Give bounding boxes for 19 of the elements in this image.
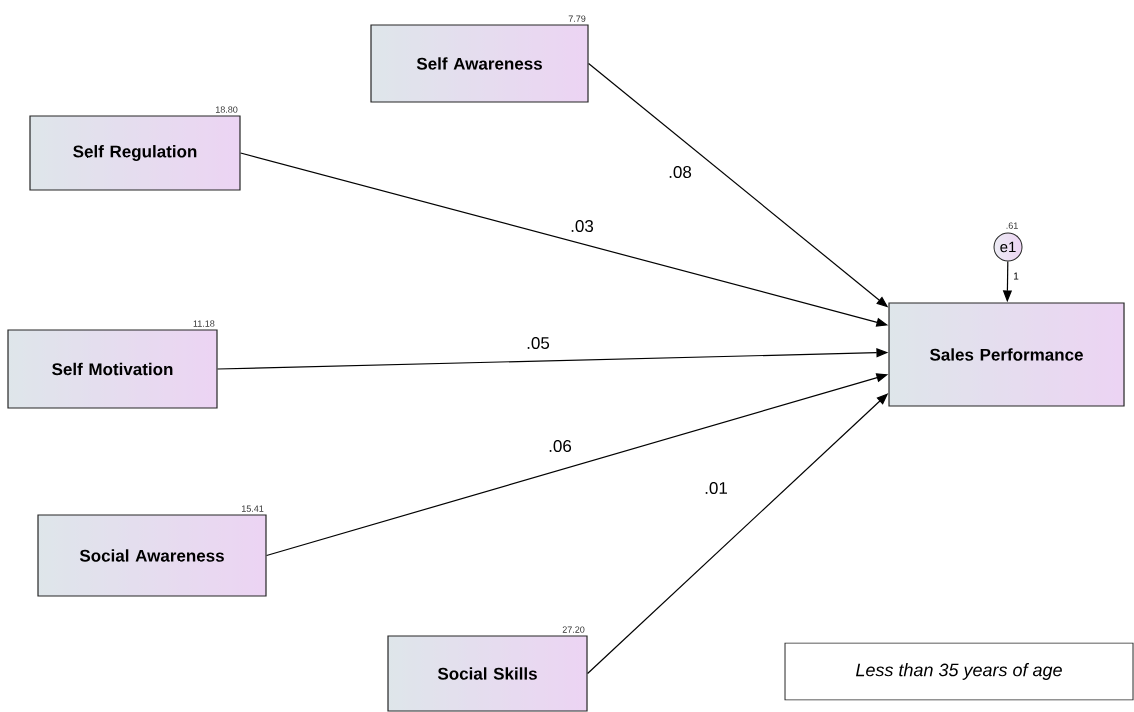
edge-label: .01 xyxy=(703,481,729,496)
edge-label: .03 xyxy=(569,219,595,233)
variance-label: 27.20 xyxy=(562,626,585,633)
edge-label: .08 xyxy=(667,165,693,179)
edge-label: .05 xyxy=(525,336,551,350)
variable-box: Self Motivation xyxy=(7,329,218,409)
note-box: Less than 35 years of age xyxy=(784,642,1134,701)
variable-box: Self Awareness xyxy=(370,24,589,103)
variance-label: 15.41 xyxy=(241,505,264,512)
variance-label: .61 xyxy=(1006,222,1018,229)
variable-box: Social Awareness xyxy=(37,514,267,597)
variance-label: 11.18 xyxy=(193,320,215,327)
variance-label: 7.79 xyxy=(568,15,586,22)
variance-label: 18.80 xyxy=(215,106,238,113)
variable-box: Sales Performance xyxy=(888,302,1125,407)
variable-box: Self Regulation xyxy=(29,115,241,191)
variable-box: Social Skills xyxy=(387,635,588,712)
edge-label: 1 xyxy=(1012,271,1020,281)
edge-label: .06 xyxy=(547,439,573,453)
